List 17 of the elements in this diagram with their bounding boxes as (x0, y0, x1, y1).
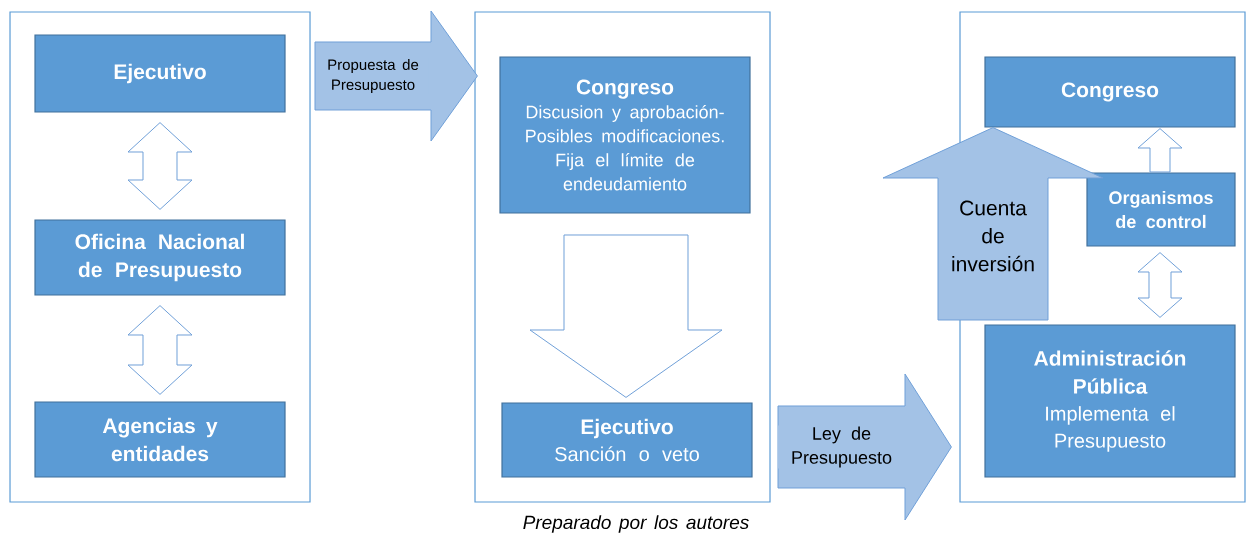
process-box: Administración Pública Implementa el Presupuesto (984, 324, 1236, 478)
hollow-arrow (127, 122, 193, 210)
edge-label: Cuenta de inversión (946, 199, 1040, 273)
hollow-arrow (1137, 128, 1183, 173)
process-box: Congreso (984, 56, 1236, 128)
process-box: Oficina Nacional de Presupuesto (34, 219, 286, 296)
edge-label: Propuesta de Presupuesto (318, 58, 428, 94)
process-box: Agencias y entidades (34, 401, 286, 478)
caption: Preparado por los autores (523, 515, 749, 533)
process-box: Ejecutivo Sanción o veto (501, 402, 753, 478)
edge-label: Ley de Presupuesto (778, 425, 905, 469)
hollow-arrow (529, 234, 723, 398)
hollow-arrow (1137, 252, 1183, 318)
process-box: Organismos de control (1086, 172, 1236, 247)
process-box: Congreso Discusion y aprobación- Posibles modificaciones. Fija el límite de endeudamiento (499, 56, 751, 214)
process-box: Ejecutivo (34, 34, 286, 113)
hollow-arrow (127, 305, 193, 395)
